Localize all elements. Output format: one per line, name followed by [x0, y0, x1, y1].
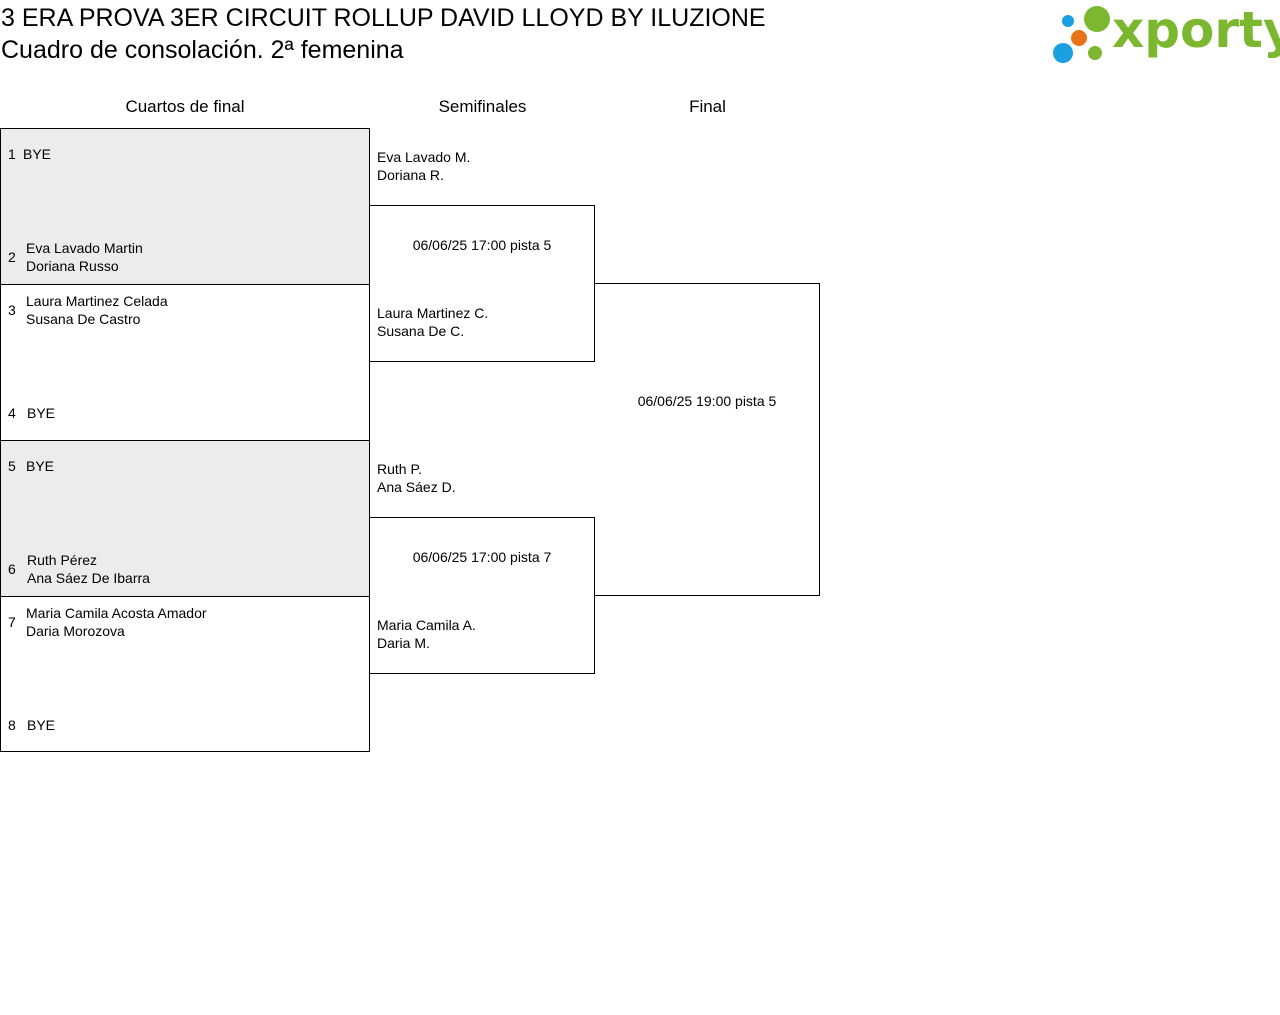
seed-number: 7	[8, 614, 16, 630]
final-bracket	[594, 283, 820, 596]
sf-entry-3: Ruth P. Ana Sáez D.	[377, 460, 456, 496]
player-name: Maria Camila Acosta Amador	[26, 605, 207, 621]
qf-match-1	[0, 128, 370, 285]
qf-entry-1-players: BYE	[23, 145, 51, 163]
qf-entry-3-players: Laura Martinez Celada Susana De Castro	[26, 292, 168, 328]
seed-number: 3	[8, 302, 16, 318]
player-name: BYE	[27, 405, 56, 421]
player-name: Doriana Russo	[26, 258, 119, 274]
sf-entry-2: Laura Martinez C. Susana De C.	[377, 304, 488, 340]
sf-entry-4: Maria Camila A. Daria M.	[377, 616, 476, 652]
player-name: BYE	[26, 458, 55, 474]
player-name: Daria M.	[377, 635, 430, 651]
sf-2-schedule: 06/06/25 17:00 pista 7	[412, 549, 552, 565]
qf-entry-6-players: Ruth Pérez Ana Sáez De Ibarra	[27, 551, 150, 587]
player-name: Doriana R.	[377, 167, 444, 183]
sf-1-schedule: 06/06/25 17:00 pista 5	[412, 237, 552, 253]
page-subtitle: Cuadro de consolación. 2ª femenina	[1, 36, 404, 64]
logo-wordmark: xporty	[1112, 1, 1280, 59]
player-name: Ana Sáez De Ibarra	[27, 570, 150, 586]
player-name: Laura Martinez C.	[377, 305, 489, 321]
qf-entry-4-players: BYE	[27, 404, 55, 422]
player-name: Daria Morozova	[26, 623, 125, 639]
qf-entry-8-players: BYE	[27, 716, 55, 734]
seed-number: 8	[8, 717, 16, 733]
page-title: 3 ERA PROVA 3ER CIRCUIT ROLLUP DAVID LLO…	[1, 4, 766, 32]
player-name: Ruth Pérez	[27, 552, 98, 568]
seed-number: 5	[8, 458, 16, 474]
qf-match-3	[0, 440, 370, 597]
round-header-final: Final	[689, 97, 726, 116]
player-name: BYE	[23, 146, 52, 162]
round-header-semifinals: Semifinales	[438, 97, 527, 116]
player-name: Laura Martinez Celada	[26, 293, 168, 309]
qf-entry-5-players: BYE	[26, 457, 54, 475]
qf-entry-7-players: Maria Camila Acosta Amador Daria Morozov…	[26, 604, 207, 640]
player-name: Eva Lavado M.	[377, 149, 471, 165]
player-name: Ruth P.	[377, 461, 422, 477]
xporty-logo: xporty	[1050, 1, 1280, 68]
player-name: Maria Camila A.	[377, 617, 476, 633]
seed-number: 2	[8, 249, 16, 265]
qf-match-4	[0, 596, 370, 752]
final-schedule: 06/06/25 19:00 pista 5	[637, 393, 777, 409]
player-name: Susana De Castro	[26, 311, 141, 327]
round-header-quarterfinals: Cuartos de final	[125, 97, 245, 116]
player-name: Eva Lavado Martin	[26, 240, 143, 256]
seed-number: 1	[8, 146, 16, 162]
sf-entry-1: Eva Lavado M. Doriana R.	[377, 148, 470, 184]
logo-dots-icon	[1053, 6, 1110, 63]
player-name: Ana Sáez D.	[377, 479, 456, 495]
qf-entry-2-players: Eva Lavado Martin Doriana Russo	[26, 239, 143, 275]
player-name: BYE	[27, 717, 56, 733]
seed-number: 6	[8, 561, 16, 577]
seed-number: 4	[8, 405, 16, 421]
player-name: Susana De C.	[377, 323, 465, 339]
